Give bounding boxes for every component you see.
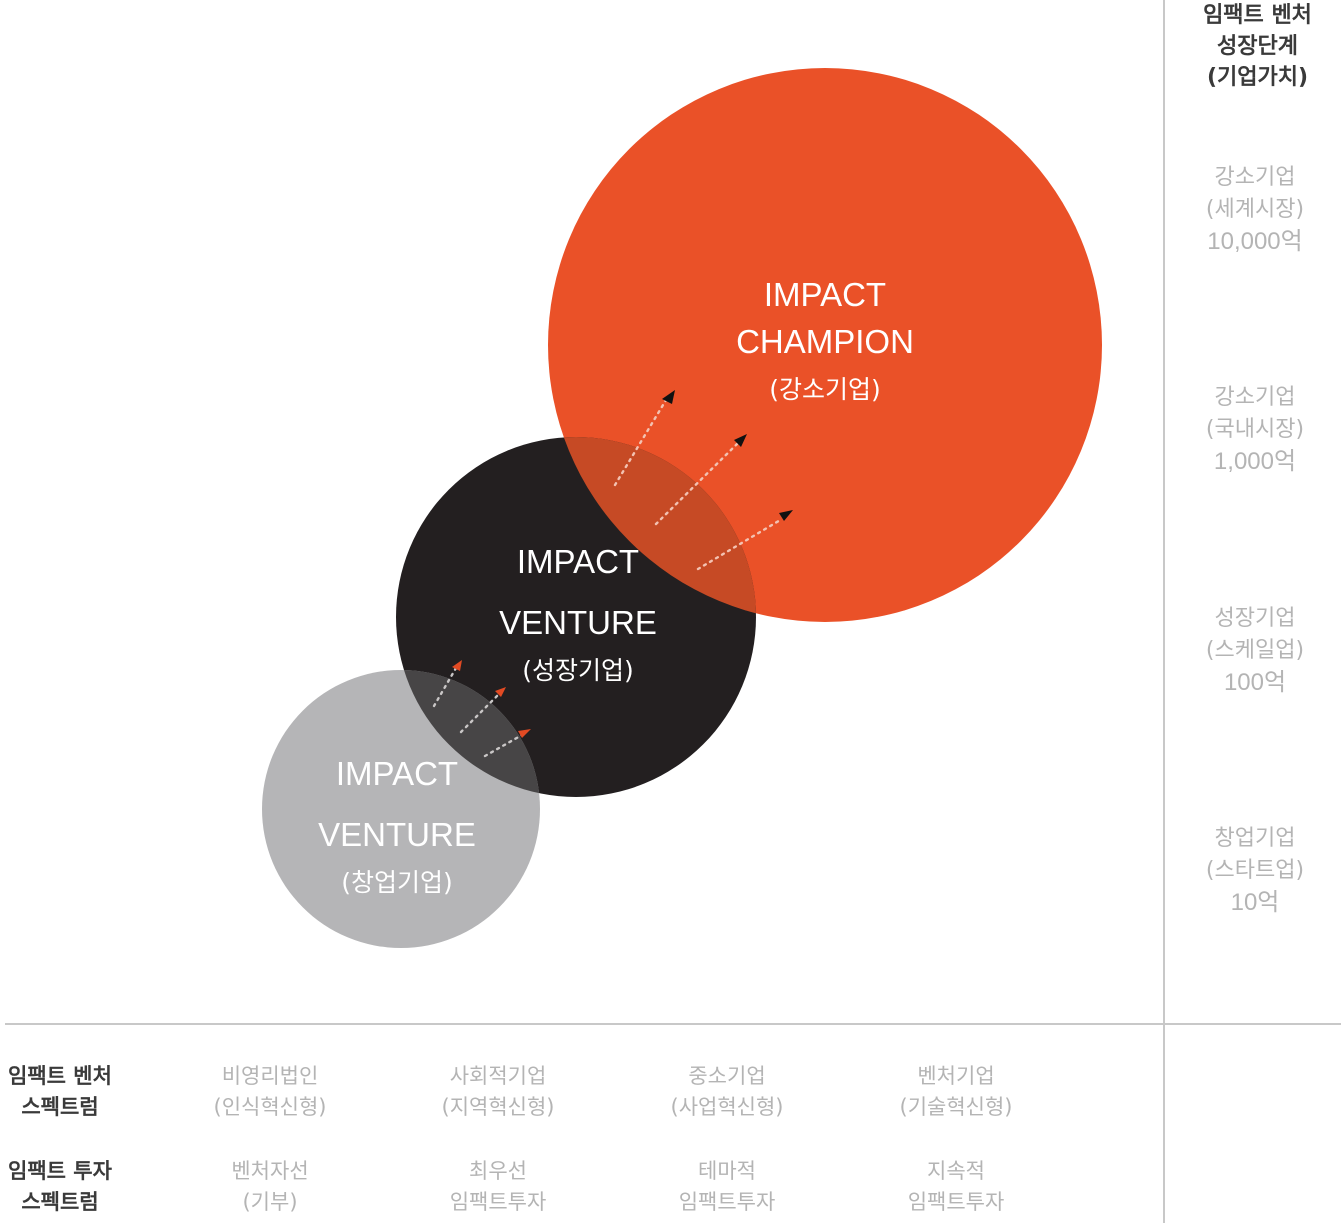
stage-global-champion: 강소기업 (세계시장) 10,000억	[1170, 162, 1340, 258]
stage-name: 성장기업	[1214, 606, 1296, 631]
arrowhead-icon	[518, 729, 531, 738]
cell-line: (사업혁신형)	[670, 1095, 784, 1119]
arrowhead-icon	[734, 434, 747, 447]
cell-line: 벤처기업	[917, 1064, 995, 1088]
champion-subtitle: (강소기업)	[769, 375, 881, 404]
investment-spectrum-cell: 최우선 임팩트투자	[398, 1156, 598, 1218]
startup-subtitle: (창업기업)	[341, 868, 453, 897]
investment-spectrum-title: 임팩트 투자 스펙트럼	[0, 1156, 120, 1218]
arrows-to-champion	[613, 390, 793, 571]
axis-title-line: (기업가치)	[1206, 65, 1309, 90]
row-title-line: 스펙트럼	[21, 1190, 99, 1214]
cell-line: (지역혁신형)	[441, 1095, 555, 1119]
axis-title-line: 성장단계	[1217, 34, 1298, 59]
cell-line: 최우선	[469, 1159, 527, 1183]
dotted-arrow-line	[459, 692, 501, 734]
arrowhead-icon	[662, 390, 675, 404]
cell-line: 임팩트투자	[907, 1190, 1005, 1214]
overlap-growth-startup	[396, 670, 540, 797]
cell-line: 임팩트투자	[678, 1190, 776, 1214]
stage-market: (국내시장)	[1205, 417, 1305, 442]
startup-label: IMPACT VENTURE (창업기업)	[247, 750, 547, 908]
startup-title-line2: VENTURE	[318, 816, 476, 853]
dotted-arrow-line	[654, 442, 739, 526]
venture-spectrum-cell: 벤처기업 (기술혁신형)	[856, 1061, 1056, 1123]
growth-subtitle: (성장기업)	[522, 656, 634, 685]
venture-spectrum-cell: 비영리법인 (인식혁신형)	[170, 1061, 370, 1123]
stage-value: 10,000억	[1207, 228, 1303, 255]
cell-line: 벤처자선	[231, 1159, 309, 1183]
axis-title-line: 임팩트 벤처	[1203, 3, 1312, 28]
growth-stage-axis-title: 임팩트 벤처 성장단계 (기업가치)	[1170, 0, 1341, 93]
stage-market: (세계시장)	[1205, 197, 1305, 222]
venture-spectrum-cell: 중소기업 (사업혁신형)	[627, 1061, 827, 1123]
dotted-arrow-line	[696, 517, 784, 571]
cell-line: 사회적기업	[449, 1064, 547, 1088]
venture-spectrum-cell: 사회적기업 (지역혁신형)	[398, 1061, 598, 1123]
startup-title-line1: IMPACT	[335, 755, 459, 792]
growth-label: IMPACT VENTURE (성장기업)	[428, 538, 728, 696]
dotted-arrow-line	[432, 666, 458, 708]
cell-line: 테마적	[698, 1159, 756, 1183]
investment-spectrum-cell: 벤처자선 (기부)	[170, 1156, 370, 1218]
champion-title-line2: CHAMPION	[736, 323, 914, 360]
dotted-arrow-line	[613, 398, 668, 487]
cell-line: (인식혁신형)	[213, 1095, 327, 1119]
row-title-line: 임팩트 투자	[8, 1159, 112, 1183]
arrowhead-icon	[452, 660, 462, 671]
arrowhead-icon	[779, 510, 793, 521]
stage-value: 100억	[1223, 669, 1287, 696]
stage-market: (스타트업)	[1205, 858, 1305, 883]
arrows-to-growth	[432, 660, 531, 758]
stage-startup: 창업기업 (스타트업) 10억	[1170, 823, 1340, 919]
row-title-line: 임팩트 벤처	[8, 1064, 112, 1088]
cell-line: 비영리법인	[221, 1064, 319, 1088]
cell-line: 지속적	[927, 1159, 985, 1183]
champion-title-line1: IMPACT	[763, 276, 887, 313]
stage-name: 강소기업	[1214, 385, 1296, 410]
stage-name: 강소기업	[1214, 165, 1296, 190]
growth-title-line1: IMPACT	[516, 543, 640, 580]
row-title-line: 스펙트럼	[21, 1095, 99, 1119]
stage-value: 10억	[1230, 889, 1280, 916]
stage-market: (스케일업)	[1205, 638, 1305, 663]
cell-line: (기부)	[242, 1190, 298, 1214]
stage-name: 창업기업	[1214, 826, 1296, 851]
investment-spectrum-cell: 지속적 임팩트투자	[856, 1156, 1056, 1218]
stage-domestic-champion: 강소기업 (국내시장) 1,000억	[1170, 382, 1340, 478]
dotted-arrow-line	[483, 733, 524, 758]
arrowhead-icon	[495, 687, 506, 697]
champion-label: IMPACT CHAMPION (강소기업)	[675, 271, 975, 415]
investment-spectrum-cell: 테마적 임팩트투자	[627, 1156, 827, 1218]
cell-line: 중소기업	[688, 1064, 766, 1088]
growth-title-line2: VENTURE	[499, 604, 657, 641]
cell-line: (기술혁신형)	[899, 1095, 1013, 1119]
cell-line: 임팩트투자	[449, 1190, 547, 1214]
venture-spectrum-title: 임팩트 벤처 스펙트럼	[0, 1061, 120, 1123]
stage-scaleup: 성장기업 (스케일업) 100억	[1170, 603, 1340, 699]
stage-value: 1,000억	[1213, 448, 1297, 475]
